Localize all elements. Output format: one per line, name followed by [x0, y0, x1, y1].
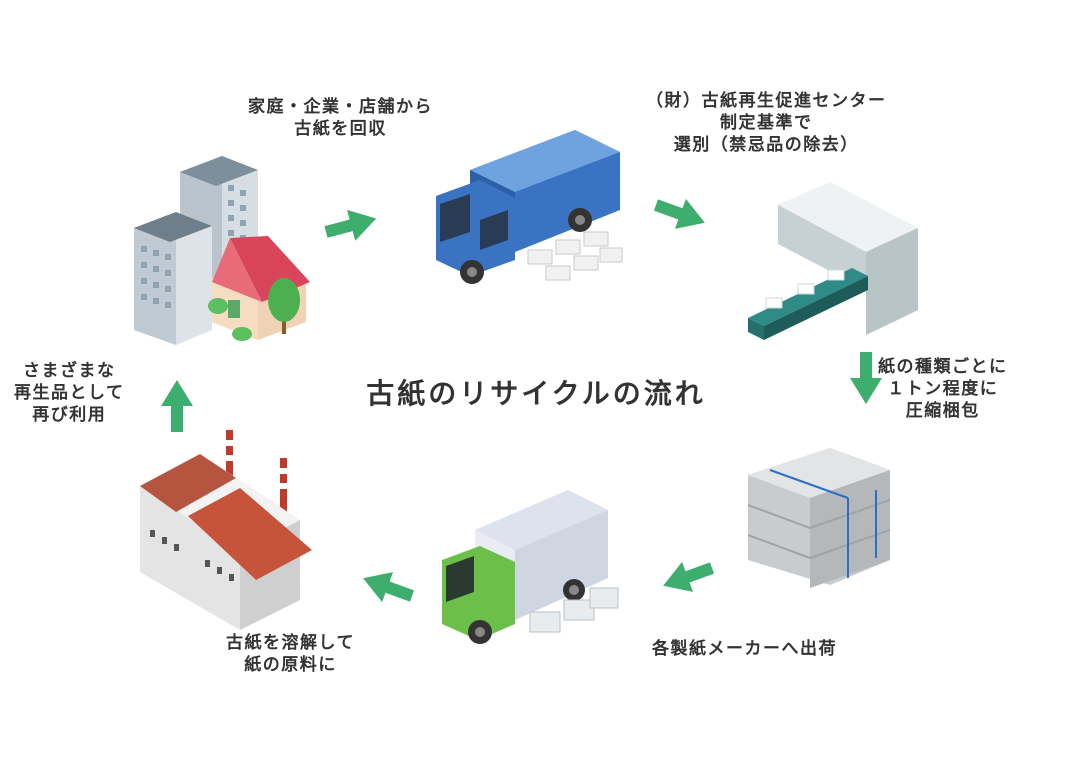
step-ship-label: 各製紙メーカーへ出荷: [652, 639, 837, 659]
flow-arrow-4: [657, 552, 718, 601]
buildings-house-icon: [134, 156, 310, 345]
flow-arrow-2: [650, 189, 711, 238]
step-collect-label: 家庭・企業・店舗から古紙を回収: [248, 97, 433, 139]
step-dissolve-label: 古紙を溶解して紙の原料に: [226, 633, 355, 675]
paper-bales-icon: [747, 448, 891, 588]
step-reuse-label: さまざまな再生品として再び利用: [14, 361, 125, 425]
blue-truck-icon: [436, 130, 623, 284]
sorting-machine-icon: [748, 182, 918, 340]
factory-icon: [140, 430, 312, 630]
green-truck-icon: [442, 490, 619, 644]
flow-arrow-1: [321, 203, 381, 248]
step-sort-label: （財）古紙再生促進センター制定基準で選別（禁忌品の除去）: [646, 91, 887, 155]
flow-arrow-5: [357, 563, 418, 612]
diagram-title: 古紙のリサイクルの流れ: [366, 377, 706, 410]
